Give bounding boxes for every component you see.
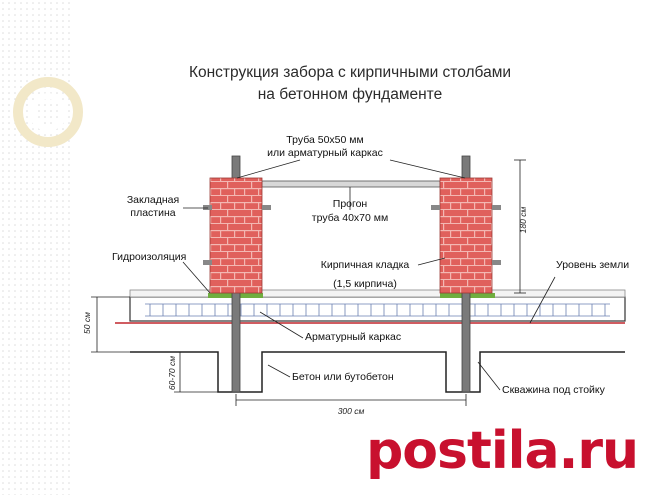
label-rebar-cage: Арматурный каркас xyxy=(305,331,402,343)
purlin-top xyxy=(261,180,441,188)
label-plate-2: пластина xyxy=(130,207,176,219)
decorative-rings xyxy=(13,77,83,147)
dim-pile-depth: 60-70 см xyxy=(167,355,177,391)
foundation-outline xyxy=(130,351,625,393)
leader-lines xyxy=(182,159,556,391)
label-purlin-1: Прогон xyxy=(332,198,368,210)
label-pipe-2: или арматурный каркас xyxy=(267,147,383,159)
label-brickwork-2: (1,5 кирпича) xyxy=(333,278,397,290)
label-waterproofing: Гидроизоляция xyxy=(112,251,187,263)
label-pipe-1: Труба 50х50 мм xyxy=(286,134,364,146)
title-line-2: на бетонном фундаменте xyxy=(257,86,443,103)
plate-left xyxy=(203,205,212,210)
plate-left-low xyxy=(203,260,212,265)
label-ground-level: Уровень земли xyxy=(556,259,630,271)
dim-span: 300 см xyxy=(337,406,365,416)
plate-right xyxy=(492,205,501,210)
plate-left-r xyxy=(262,205,271,210)
background-pattern xyxy=(0,0,70,495)
dimension-lines xyxy=(91,159,526,406)
brick-pillar-left xyxy=(209,177,263,294)
label-brickwork-1: Кирпичная кладка xyxy=(320,259,410,271)
foundation-top xyxy=(129,289,626,298)
title-line-1: Конструкция забора с кирпичными столбами xyxy=(188,64,512,81)
label-borehole: Скважина под стойку xyxy=(502,384,605,396)
brick-pillar-right xyxy=(439,177,493,294)
label-plate-1: Закладная xyxy=(126,194,180,206)
watermark-logo: postila.ru xyxy=(366,421,639,481)
label-concrete: Бетон или бутобетон xyxy=(292,371,394,383)
plate-right-low xyxy=(492,260,501,265)
dim-height: 180 см xyxy=(518,206,528,234)
plate-right-l xyxy=(431,205,440,210)
dim-strip-depth: 50 см xyxy=(82,312,92,334)
label-purlin-2: труба 40х70 мм xyxy=(311,212,389,224)
foundation-strip xyxy=(129,296,626,322)
